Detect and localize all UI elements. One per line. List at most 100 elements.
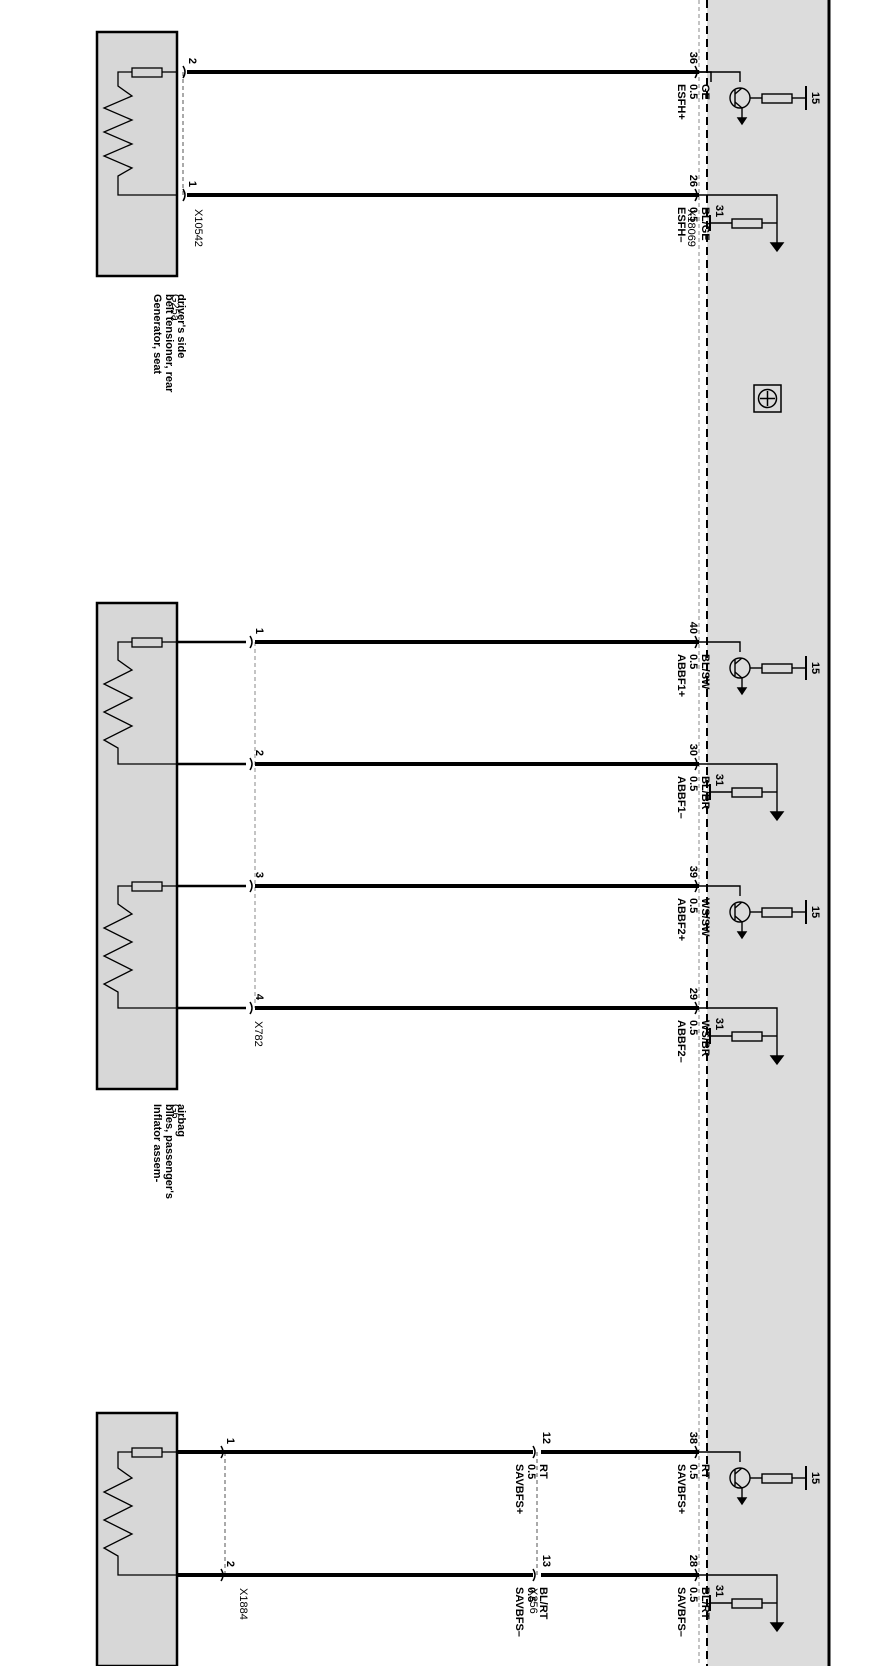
connector-label: X256 [527,1588,539,1614]
wire-savbfs-minus [177,1568,699,1582]
component-description-line: blies, passenger's [163,1104,175,1199]
component-description-line: airbag [175,1104,187,1137]
terminal-31-label: 31 [713,1585,725,1597]
connector-label: X1884 [237,1588,249,1620]
wire-label-line: ABBF2– [675,1020,687,1063]
component-description-line: Inflator assem- [151,1104,163,1183]
component-pin-number: 4 [253,994,265,1001]
terminal-15-label: 15 [809,1472,821,1484]
wire-label-line: SAVBFS+ [675,1464,687,1514]
wire-label-secondary-line: 0.5 [525,1464,537,1479]
wire-label-line: RT [699,1464,711,1479]
ground-stages: 31 31 31 31 [699,194,785,1633]
terminal-31-label: 31 [713,774,725,786]
component-pin-number: 2 [186,58,198,64]
wire-label-line: 0.5 [687,776,699,791]
wire-label-line: 0.5 [687,207,699,222]
wire-label-line: 0.5 [687,1587,699,1602]
wire-label-line: BL/GE [699,207,711,241]
wire-label-line: BL/RT [699,1587,711,1620]
driver-stages: 15 15 15 15 [699,71,821,1506]
component-pin-number: 1 [186,181,198,187]
ground-stage-icon: 31 [699,1574,785,1633]
wire-savbfs-plus [177,1445,699,1459]
terminal-15-label: 15 [809,906,821,918]
ground-stage-icon: 31 [699,194,785,253]
wire-label-secondary-line: 0.5 [525,1587,537,1602]
wire-label-line: GE [699,84,711,100]
driver-transistor-icon: 15 [699,641,821,696]
component-box-g25a [95,30,179,278]
wire-label-line: WS/SW [699,898,711,937]
wire-label-line: 0.5 [687,898,699,913]
mid-pin-number: 13 [540,1555,552,1567]
wire-label-line: ESFH– [675,207,687,242]
component-description-line: Generator, seat [151,294,163,374]
ground-stage-icon: 31 [699,1007,785,1066]
wire-label-line: ABBF1+ [675,654,687,697]
airbag-module-icon [753,384,782,413]
wire-label-line: WS/BR [699,1020,711,1057]
connector-label: X18069 [685,209,697,247]
component-pin-number: 1 [253,628,265,634]
igniter-element-g25a [102,67,177,196]
driver-transistor-icon: 15 [699,885,821,940]
component-description-line: belt tensioner, rear [163,294,175,393]
wire-label-line: BL/SW [699,654,711,690]
wire-label-line: BL/BR [699,776,711,810]
wire-abbf1-minus [177,757,699,771]
wire-label-secondary-line: SAVBFS– [513,1587,525,1637]
component-pin-number: 2 [253,750,265,756]
wire-label-line: ESFH+ [675,84,687,120]
control-module-body [707,0,829,1666]
driver-transistor-icon: 15 [699,71,821,126]
terminal-31-label: 31 [713,1018,725,1030]
terminal-31-label: 31 [713,205,725,217]
module-pin-number: 28 [687,1555,699,1567]
connector-label: X782 [252,1021,264,1047]
wire-label-line: 0.5 [687,1020,699,1035]
connector-label: X10542 [192,209,204,247]
component-box-inflator [95,1411,179,1666]
igniter-element-g6-2 [102,881,177,1009]
component-pin-number: 3 [253,872,265,878]
module-pin-number: 29 [687,988,699,1000]
igniter-element-g6-1 [102,637,177,765]
wire-label-secondary-line: SAVBFS+ [513,1464,525,1514]
wire-abbf2-plus [177,879,699,893]
module-pin-number: 38 [687,1432,699,1444]
module-pin-number: 36 [687,52,699,64]
component-box-g6 [95,601,179,1091]
component-id: G25a [169,294,181,322]
igniter-element-inflator [102,1447,177,1576]
wire-abbf1-plus [177,635,699,649]
wire-esfh-plus [182,65,712,82]
wire-label-line: 0.5 [687,654,699,669]
wire-label-line: 0.5 [687,84,699,99]
component-id: G6 [169,1104,181,1119]
component-description-line: driver's side [175,294,187,358]
wire-label-secondary-line: BL/RT [537,1587,549,1620]
wire-abbf2-minus [177,1001,699,1015]
driver-transistor-icon: 15 [699,1451,821,1506]
wire-esfh-minus [182,188,699,202]
wire-label-line: SAVBFS– [675,1587,687,1637]
terminal-15-label: 15 [809,662,821,674]
wire-label-line: ABBF1– [675,776,687,819]
module-pin-number: 26 [687,175,699,187]
module-pin-number: 30 [687,744,699,756]
wire-label-line: 0.5 [687,1464,699,1479]
